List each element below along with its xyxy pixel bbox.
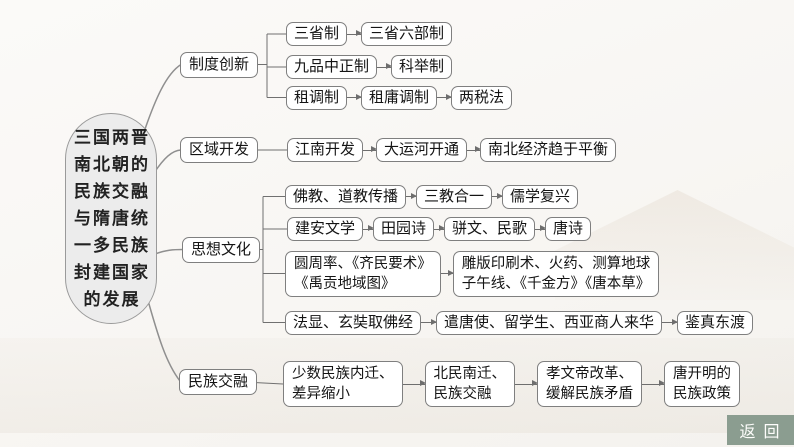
flow-arrow-icon (642, 380, 665, 386)
mindmap-node: 唐诗 (545, 217, 592, 241)
mindmap-node: 骈文、民歌 (444, 217, 536, 241)
central-topic-line: 一多民族 (74, 236, 150, 255)
mindmap-node: 佛教、道教传播 (285, 184, 407, 209)
mindmap-node: 孝文帝改革、缓解民族矛盾 (537, 361, 642, 407)
node-line: 圆周率、《齐民要术》 (294, 255, 432, 272)
mindmap-node: 唐开明的民族政策 (664, 361, 740, 407)
mindmap-node: 租庸调制 (361, 85, 438, 110)
mindmap-node: 租调制 (286, 85, 348, 110)
mindmap-node: 三省六部制 (361, 22, 453, 46)
flow-arrow-icon (406, 192, 418, 199)
branch-node-4: 民族交融 (179, 369, 258, 395)
flow-arrow-icon (467, 146, 482, 152)
node-line: 《禹贡地域图》 (294, 275, 396, 292)
node-line: 少数民族内迁、 (292, 366, 394, 382)
mindmap-node: 九品中正制 (286, 55, 378, 79)
mindmap-node: 雕版印刷术、火药、测算地球子午线、《千金方》《唐本草》 (452, 250, 660, 297)
mindmap-node: 大运河开通 (376, 138, 468, 162)
node-line: 缓解民族矛盾 (546, 386, 633, 402)
node-line: 雕版印刷术、火药、测算地球 (461, 255, 651, 272)
branch-node-2: 区域开发 (180, 137, 259, 163)
central-topic-line: 的发展 (83, 290, 141, 309)
branch-row: 九品中正制科举制 (286, 55, 453, 79)
branch-row: 佛教、道教传播三教合一儒学复兴 (285, 184, 579, 209)
central-topic-line: 封建国家 (74, 263, 150, 282)
mindmap-node: 三教合一 (416, 184, 493, 209)
node-line: 民族政策 (673, 386, 731, 402)
mindmap-node: 三省制 (286, 22, 348, 46)
branch-node-1: 制度创新 (180, 51, 259, 78)
mindmap-node: 科举制 (391, 55, 453, 79)
flow-arrow-icon (515, 380, 538, 386)
back-button[interactable]: 返 回 (727, 415, 794, 445)
branch-row: 法显、玄奘取佛经遣唐使、留学生、西亚商人来华鉴真东渡 (285, 310, 754, 335)
flow-arrow-icon (363, 225, 375, 231)
node-line: 北民南迁、 (433, 366, 507, 382)
flow-arrow-icon (347, 30, 363, 36)
flow-arrow-icon (363, 146, 378, 152)
mindmap-node: 建安文学 (287, 217, 364, 241)
mindmap-node: 田园诗 (373, 217, 435, 241)
node-line: 孝文帝改革、 (546, 366, 633, 382)
branch-row: 三省制三省六部制 (286, 22, 453, 46)
flow-arrow-icon (662, 318, 679, 325)
mindmap-node: 两税法 (451, 85, 513, 110)
central-topic-line: 南北朝的 (74, 155, 150, 174)
mindmap-node: 圆周率、《齐民要术》《禹贡地域图》 (285, 250, 441, 297)
central-topic-line: 三国两晋 (74, 128, 150, 147)
node-line: 唐开明的 (673, 366, 731, 382)
flow-arrow-icon (347, 93, 363, 100)
branch-row: 圆周率、《齐民要术》《禹贡地域图》雕版印刷术、火药、测算地球子午线、《千金方》《… (285, 250, 660, 297)
central-topic: 三国两晋 南北朝的 民族交融 与隋唐统 一多民族 封建国家 的发展 (65, 113, 157, 324)
mindmap-node: 遣唐使、留学生、西亚商人来华 (436, 310, 663, 335)
mindmap-node: 儒学复兴 (502, 184, 579, 209)
mindmap-node: 北民南迁、民族交融 (424, 361, 515, 407)
node-line: 民族交融 (433, 386, 492, 402)
mindmap-node: 鉴真东渡 (677, 310, 754, 335)
flow-arrow-icon (535, 225, 547, 231)
mindmap-node: 少数民族内迁、差异缩小 (283, 361, 403, 407)
flow-arrow-icon (492, 192, 504, 199)
mindmap-node: 江南开发 (287, 138, 364, 162)
branch-row: 江南开发大运河开通南北经济趋于平衡 (287, 138, 617, 162)
branch-row: 建安文学田园诗骈文、民歌唐诗 (287, 217, 592, 241)
central-topic-line: 民族交融 (74, 182, 150, 201)
node-line: 差异缩小 (292, 386, 350, 402)
branch-node-3: 思想文化 (182, 236, 261, 263)
mindmap-node: 法显、玄奘取佛经 (285, 310, 422, 335)
flow-arrow-icon (402, 380, 426, 386)
flow-arrow-icon (437, 93, 453, 100)
branch-row: 租调制租庸调制两税法 (286, 85, 513, 110)
flow-arrow-icon (440, 269, 454, 276)
flow-arrow-icon (434, 225, 446, 231)
flow-arrow-icon (421, 318, 438, 325)
flow-arrow-icon (377, 63, 393, 69)
branch-row: 少数民族内迁、差异缩小北民南迁、民族交融孝文帝改革、缓解民族矛盾唐开明的民族政策 (283, 361, 740, 407)
mindmap-node: 南北经济趋于平衡 (480, 138, 617, 162)
central-topic-line: 与隋唐统 (74, 209, 150, 228)
node-line: 子午线、《千金方》《唐本草》 (461, 275, 651, 292)
